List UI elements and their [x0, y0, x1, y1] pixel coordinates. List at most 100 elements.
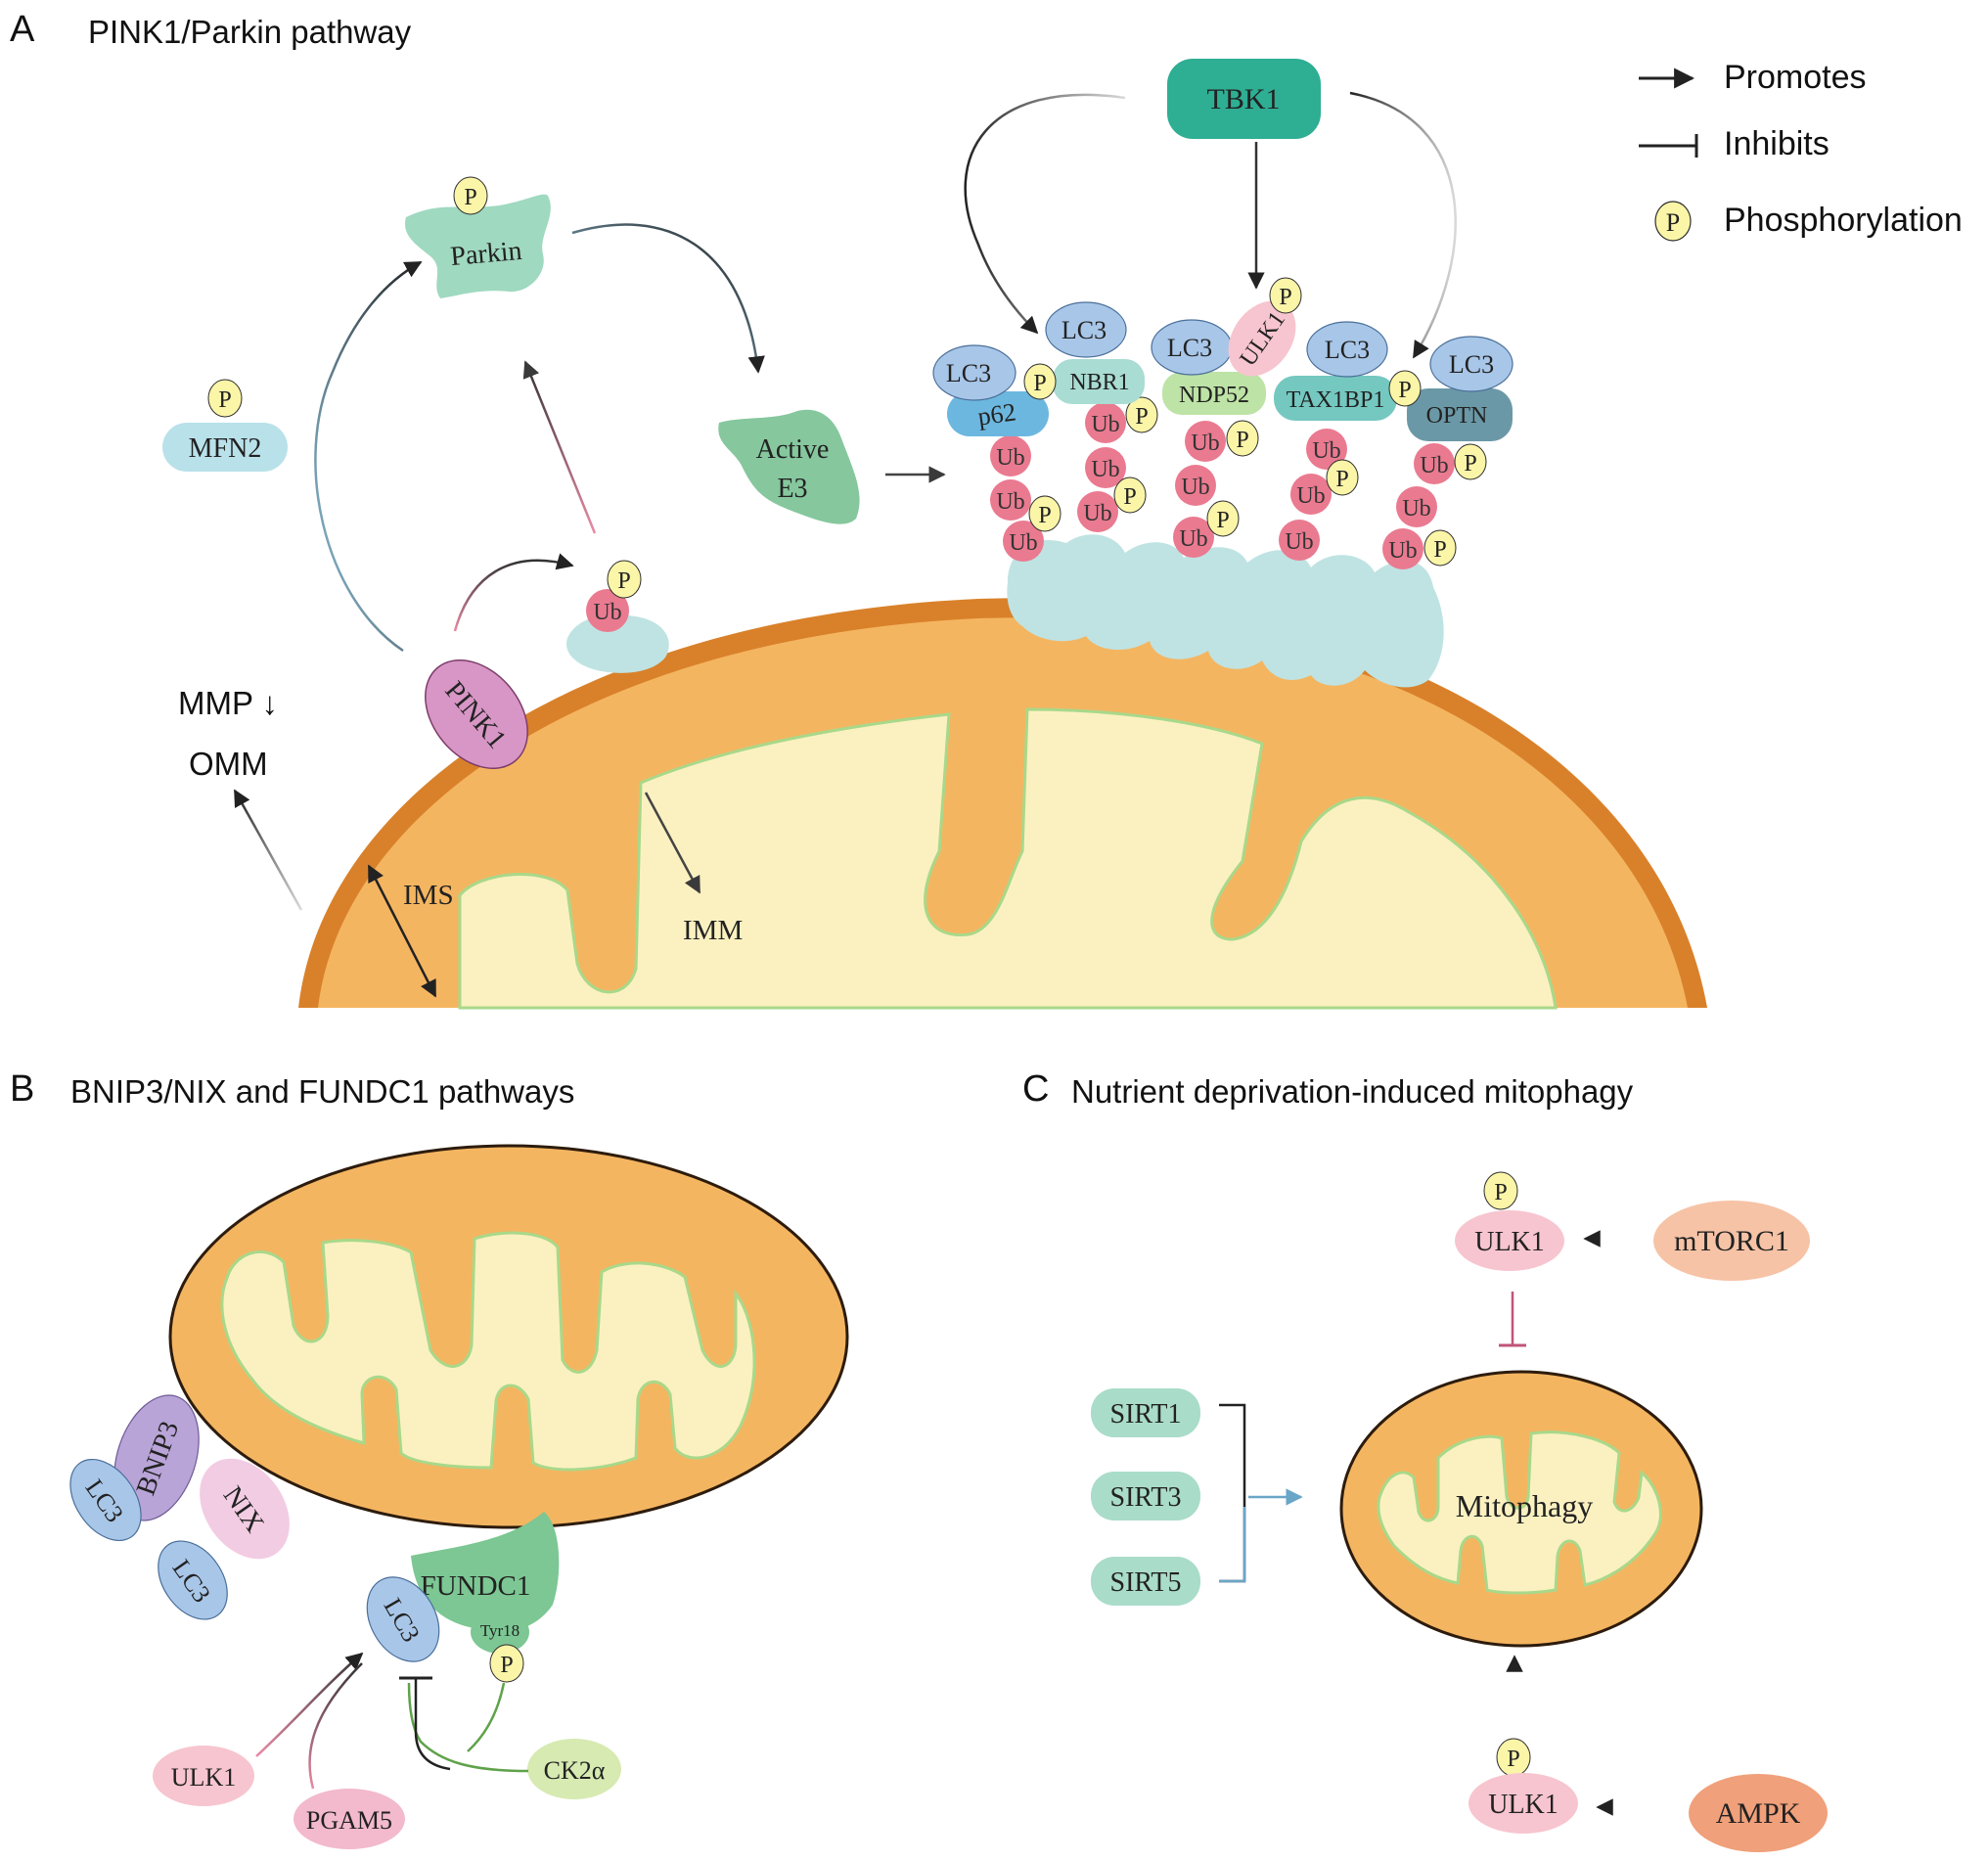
ck2a-node	[527, 1739, 621, 1799]
legend: Promotes Inhibits P Phosphorylation	[1639, 59, 1963, 242]
ulk1-top-label: ULK1	[1474, 1227, 1545, 1257]
ck2a-to-p-line	[467, 1682, 506, 1752]
panel-a-letter: A	[10, 9, 35, 50]
parkin-to-e3-arrow	[571, 223, 765, 374]
legend-promotes-label: Promotes	[1724, 59, 1867, 96]
p-label: P	[1216, 508, 1229, 533]
ub-label: Ub	[593, 600, 621, 625]
panel-c: C Nutrient deprivation-induced mitophagy…	[1022, 1068, 1828, 1852]
lc3-fundc1	[366, 1576, 440, 1662]
sirt-bracket-lower	[1219, 1507, 1246, 1583]
ulk1-top-node	[1455, 1210, 1564, 1271]
mfn2-label: MFN2	[189, 433, 262, 464]
lc3-tax1bp1	[1306, 321, 1388, 378]
ub-label: Ub	[1091, 412, 1119, 437]
legend-inhibits-label: Inhibits	[1724, 125, 1830, 162]
mtorc1-label: mTORC1	[1674, 1225, 1789, 1257]
active-e3-label-2: E3	[777, 474, 807, 504]
ub-label: Ub	[1179, 526, 1207, 552]
panel-c-letter: C	[1022, 1068, 1049, 1110]
ndp52-label: NDP52	[1179, 383, 1249, 408]
p62-receptor	[947, 391, 1049, 436]
sirt1-node	[1091, 1388, 1200, 1437]
lc3-bnip3	[69, 1458, 142, 1542]
legend-phospho-icon: P	[1654, 201, 1692, 242]
active-e3-label-1: Active	[756, 434, 830, 465]
tax1bp1-receptor	[1274, 376, 1397, 421]
sirt1-label: SIRT1	[1110, 1399, 1182, 1430]
ub-label: Ub	[1285, 529, 1313, 555]
lc3-optn	[1429, 336, 1514, 392]
legend-phospho-label: Phosphorylation	[1724, 202, 1963, 239]
ims-double-arrow	[367, 864, 437, 998]
receptor-phospho: P P P	[1023, 277, 1422, 407]
mitophagy-inner	[1377, 1430, 1662, 1595]
mfn2-node	[162, 423, 288, 472]
ub-chain-tax1bp1: Ub Ub Ub	[1279, 429, 1347, 561]
panel-b-letter: B	[10, 1068, 34, 1110]
p-label: P	[1335, 467, 1348, 492]
nbr1-receptor	[1053, 359, 1145, 404]
legend-phospho-p: P	[1666, 208, 1680, 237]
ub-omm	[586, 589, 629, 632]
p-label: P	[464, 185, 476, 210]
ims-label: IMS	[403, 880, 454, 911]
ub-label: Ub	[1009, 530, 1037, 556]
ulk1-bottom-node	[1468, 1773, 1578, 1834]
ulk1-a	[1228, 300, 1296, 377]
sirt5-label: SIRT5	[1110, 1567, 1182, 1598]
ck2a-inhibit-bar-line	[414, 1678, 451, 1771]
mmp-label: MMP ↓	[178, 685, 278, 721]
ampk-label: AMPK	[1716, 1797, 1801, 1830]
lc3-label: LC3	[946, 359, 991, 387]
ub-label: Ub	[1402, 496, 1430, 522]
panel-b: B BNIP3/NIX and FUNDC1 pathways BNIP3 LC…	[10, 1068, 849, 1849]
parkin-node	[405, 194, 551, 298]
nbr1-label: NBR1	[1069, 370, 1129, 395]
tbk1-to-optn-arrow	[1349, 91, 1457, 359]
p-label: P	[1033, 371, 1046, 396]
lc3-nbr1	[1045, 301, 1127, 358]
p-label: P	[1433, 537, 1446, 563]
mito-inner-space-1	[458, 707, 1558, 1010]
panel-a: A PINK1/Parkin pathway Promotes Inhibits…	[10, 9, 1963, 1010]
ub-label: Ub	[1181, 475, 1209, 500]
tbk1-label: TBK1	[1207, 83, 1281, 115]
fundc1-node	[411, 1512, 560, 1632]
tyr18-label: Tyr18	[480, 1621, 520, 1640]
ub-label: Ub	[1420, 453, 1448, 478]
ndp52-receptor	[1162, 372, 1266, 415]
omm-label: OMM	[189, 746, 268, 782]
ck2a-label: CK2α	[544, 1756, 606, 1785]
sirt-bracket	[1219, 1403, 1246, 1583]
receptor-cluster	[1007, 534, 1444, 688]
ck2a-inhibits-lc3	[407, 1682, 529, 1773]
ub-chains: Ub Ub Ub Ub Ub Ub Ub Ub Ub	[990, 402, 1455, 569]
tyr18-node	[471, 1611, 529, 1654]
p-label: P	[1236, 428, 1248, 453]
ub-chain-p62: Ub Ub Ub	[990, 435, 1044, 562]
ub-label: Ub	[1296, 483, 1325, 509]
ub-omm-anchor	[566, 614, 669, 673]
p-label: P	[1123, 484, 1136, 510]
ub-label: Ub	[1312, 438, 1340, 464]
mtorc1-node	[1653, 1201, 1810, 1281]
ulk1-b-label: ULK1	[171, 1763, 236, 1792]
tax1bp1-label: TAX1BP1	[1287, 387, 1385, 413]
p-label: P	[1135, 404, 1148, 430]
pink1-to-ub-arrow	[453, 553, 574, 632]
mitochondrion-a	[298, 598, 1707, 1010]
omm-pointer-arrow	[233, 789, 303, 911]
ub-to-parkin-arrow	[522, 360, 597, 534]
p-label-c2: P	[1507, 1747, 1519, 1772]
lc3-label: LC3	[1167, 334, 1212, 362]
p-label-b: P	[500, 1653, 513, 1678]
pgam5-node	[294, 1789, 405, 1849]
panel-b-title: BNIP3/NIX and FUNDC1 pathways	[70, 1073, 574, 1110]
ulk1-to-lc3-arrow	[255, 1652, 364, 1757]
ub-label: Ub	[1091, 457, 1119, 482]
ulk1-bottom-label: ULK1	[1488, 1790, 1559, 1820]
pink1-to-parkin-arrow	[314, 260, 423, 653]
ub-label: Ub	[1083, 501, 1111, 526]
sirt3-label: SIRT3	[1110, 1482, 1182, 1513]
